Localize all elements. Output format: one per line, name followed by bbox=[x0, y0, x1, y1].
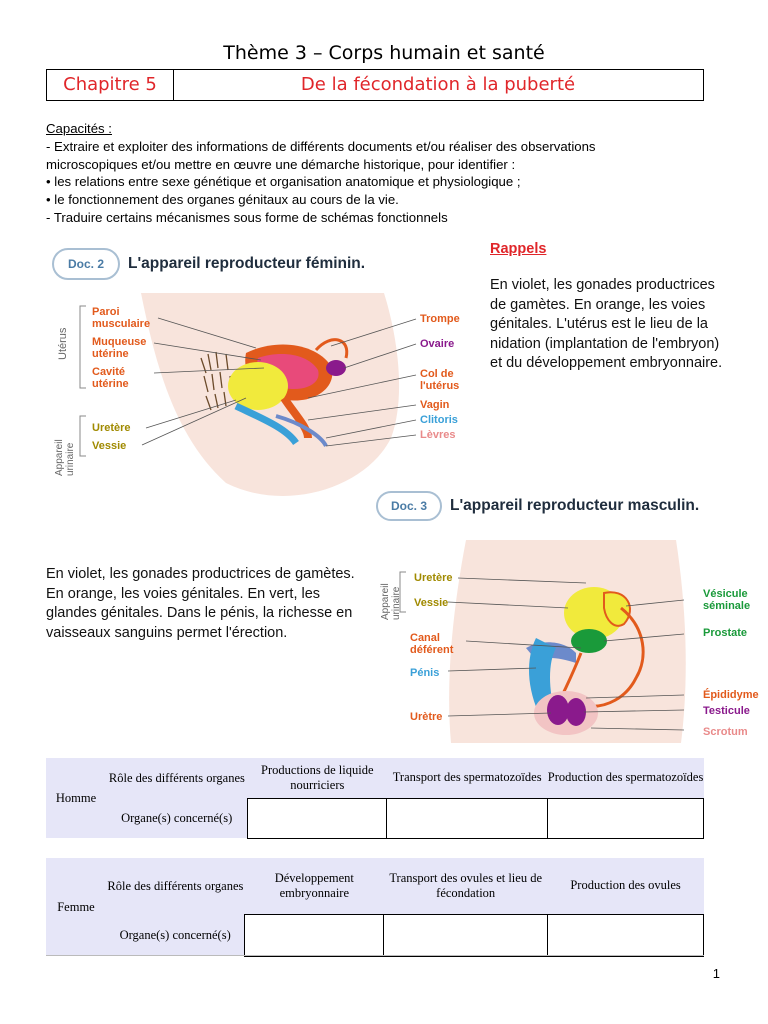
table-homme-answer-cell[interactable] bbox=[386, 797, 549, 839]
chapter-title: De la fécondation à la puberté bbox=[300, 74, 576, 95]
label-testicule: Testicule bbox=[703, 705, 750, 717]
label-paroi-musculaire: Paroi musculaire bbox=[92, 306, 151, 330]
page-title: Thème 3 – Corps humain et santé bbox=[223, 42, 545, 64]
table-femme-organs-row: Organe(s) concerné(s) bbox=[46, 913, 704, 957]
table-femme-answer-cell[interactable] bbox=[244, 913, 385, 957]
table-femme-answer-cell[interactable] bbox=[547, 913, 704, 957]
table-homme: Homme Rôle des différents organes Produc… bbox=[46, 758, 704, 839]
label-canal-deferent: Canal déférent bbox=[410, 632, 454, 656]
table-header-cell: Transport des spermatozoïdes bbox=[392, 770, 542, 785]
table-femme-organs-label: Organe(s) concerné(s) bbox=[105, 914, 245, 956]
label-col-uterus: Col de l'utérus bbox=[420, 368, 460, 392]
uterus-group-label: Utérus bbox=[57, 327, 69, 360]
table-homme-row-label: Homme bbox=[55, 790, 97, 805]
table-homme-organs-row: Organe(s) concerné(s) bbox=[46, 797, 704, 839]
label-ovaire: Ovaire bbox=[420, 338, 455, 350]
male-diagram: Appareil urinaire Uretère Vessie Canal d… bbox=[376, 538, 764, 748]
table-header-cell: Production des spermatozoïdes bbox=[547, 770, 704, 785]
table-femme-row-label: Femme bbox=[57, 899, 95, 914]
label-uretre: Urètre bbox=[410, 711, 443, 723]
table-homme-answer-cell[interactable] bbox=[247, 797, 388, 839]
capacites-line: • les relations entre sexe génétique et … bbox=[46, 174, 521, 190]
label-muqueuse-uterine: Muqueuse utérine bbox=[92, 336, 147, 360]
label-cavite-uterine: Cavité utérine bbox=[92, 366, 129, 390]
rappels-heading: Rappels bbox=[490, 241, 547, 257]
table-homme-answer-cell[interactable] bbox=[547, 797, 704, 839]
label-clitoris: Clitoris bbox=[420, 414, 458, 426]
label-trompe: Trompe bbox=[420, 313, 460, 325]
doc3-badge: Doc. 3 bbox=[376, 491, 442, 521]
capacites-block: Capacités : - Extraire et exploiter des … bbox=[46, 120, 726, 227]
table-femme-header-row: Femme Rôle des différents organes Dévelo… bbox=[46, 858, 704, 914]
male-anatomy-illustration bbox=[399, 540, 686, 743]
rappels-text: En violet, les gonades productrices de g… bbox=[490, 277, 723, 372]
table-header-cell: Transport des ovules et lieu de fécondat… bbox=[389, 870, 543, 900]
female-anatomy-illustration bbox=[79, 293, 417, 496]
capacites-line: microscopiques et/ou mettre en œuvre une… bbox=[46, 156, 516, 172]
table-homme-organs-label: Organe(s) concerné(s) bbox=[105, 798, 248, 838]
male-urinary-group-label: Appareil urinaire bbox=[380, 583, 402, 620]
label-epididyme: Épididyme bbox=[703, 689, 759, 701]
label-levres: Lèvres bbox=[420, 429, 456, 441]
table-header-cell: Productions de liquide nourriciers bbox=[261, 762, 374, 792]
male-description: En violet, les gonades productrices de g… bbox=[46, 566, 355, 641]
chapter-box: Chapitre 5 De la fécondation à la pubert… bbox=[46, 69, 704, 101]
table-header-cell: Production des ovules bbox=[570, 878, 681, 893]
doc3-title: L'appareil reproducteur masculin. bbox=[450, 497, 700, 514]
table-femme-answer-cell[interactable] bbox=[383, 913, 549, 957]
capacites-heading: Capacités : bbox=[46, 121, 112, 136]
label-uretere: Uretère bbox=[92, 422, 131, 434]
label-scrotum: Scrotum bbox=[703, 726, 748, 738]
capacites-line: - Traduire certains mécanismes sous form… bbox=[46, 209, 448, 225]
doc2-badge: Doc. 2 bbox=[52, 248, 120, 280]
label-penis: Pénis bbox=[410, 667, 440, 679]
capacites-line: • le fonctionnement des organes génitaux… bbox=[46, 192, 399, 208]
table-homme-header-row: Homme Rôle des différents organes Produc… bbox=[46, 758, 704, 805]
table-header-cell: Rôle des différents organes bbox=[108, 770, 245, 785]
urinary-group-label: Appareil urinaire bbox=[54, 439, 76, 476]
table-femme-bottom-rule bbox=[46, 955, 704, 956]
label-male-vessie: Vessie bbox=[414, 597, 449, 609]
table-header-cell: Développement embryonnaire bbox=[274, 870, 354, 900]
chapter-number: Chapitre 5 bbox=[47, 70, 174, 100]
label-male-uretere: Uretère bbox=[414, 572, 453, 584]
label-vessie: Vessie bbox=[92, 440, 127, 452]
table-femme: Femme Rôle des différents organes Dévelo… bbox=[46, 858, 704, 957]
label-vagin: Vagin bbox=[420, 399, 450, 411]
label-prostate: Prostate bbox=[703, 627, 748, 639]
label-vesicule-seminale: Vésicule séminale bbox=[703, 588, 751, 612]
table-header-cell: Rôle des différents organes bbox=[107, 878, 244, 893]
capacites-line: - Extraire et exploiter des informations… bbox=[46, 138, 596, 154]
doc2-title: L'appareil reproducteur féminin. bbox=[128, 255, 366, 272]
page-number: 1 bbox=[712, 966, 720, 981]
female-diagram: Utérus Appareil urinaire Paroi musculair… bbox=[46, 288, 486, 503]
